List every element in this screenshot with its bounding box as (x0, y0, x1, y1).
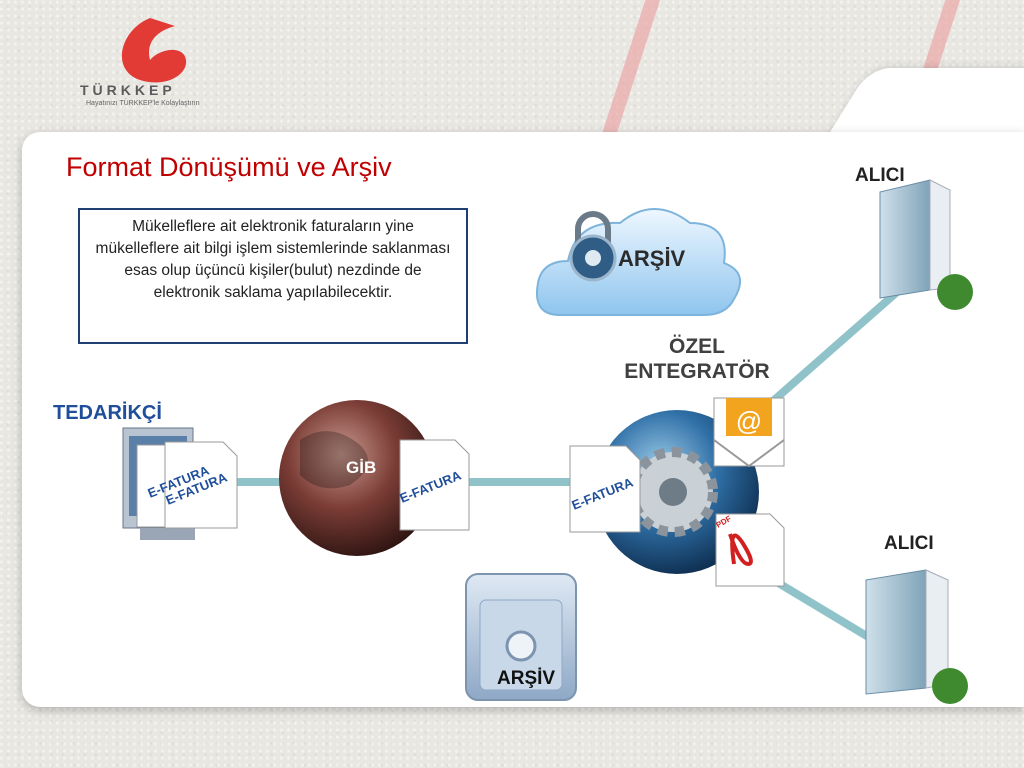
supplier-label: TEDARİKÇİ (53, 402, 162, 424)
gear-icon (628, 447, 718, 537)
padlock-icon (569, 211, 617, 282)
email-envelope-icon: @ (713, 397, 785, 468)
logo-tagline: Hayatınızı TÜRKKEP'le Kolaylaştırın (86, 100, 200, 107)
integrator-label-line2: ENTEGRATÖR (624, 360, 770, 383)
svg-text:@: @ (736, 406, 762, 436)
safe-archive-icon (465, 573, 577, 701)
integrator-label-line1: ÖZEL (669, 335, 725, 358)
integrator-label: ÖZEL ENTEGRATÖR (612, 334, 782, 384)
receiver-label-top: ALICI (855, 165, 905, 186)
cloud-archive-label: ARŞİV (618, 246, 686, 271)
gib-globe-icon (279, 400, 435, 556)
gib-label: GİB (346, 458, 377, 477)
efatura-doc-supplier-front (164, 441, 238, 529)
description-box: Mükelleflere ait elektronik faturaların … (78, 208, 468, 344)
efatura-doc-gib (399, 439, 470, 531)
receiver-building-bottom-icon (865, 569, 968, 704)
receiver-building-top-icon (879, 179, 973, 310)
safe-archive-label: ARŞİV (497, 668, 556, 689)
receiver-label-bottom: ALICI (884, 533, 934, 554)
pdf-document-icon (715, 513, 785, 587)
turkkep-logo-icon (121, 18, 187, 83)
logo-brand: TÜRKKEP (80, 82, 176, 98)
efatura-doc-integrator (569, 445, 641, 533)
page-title: Format Dönüşümü ve Arşiv (66, 152, 392, 182)
